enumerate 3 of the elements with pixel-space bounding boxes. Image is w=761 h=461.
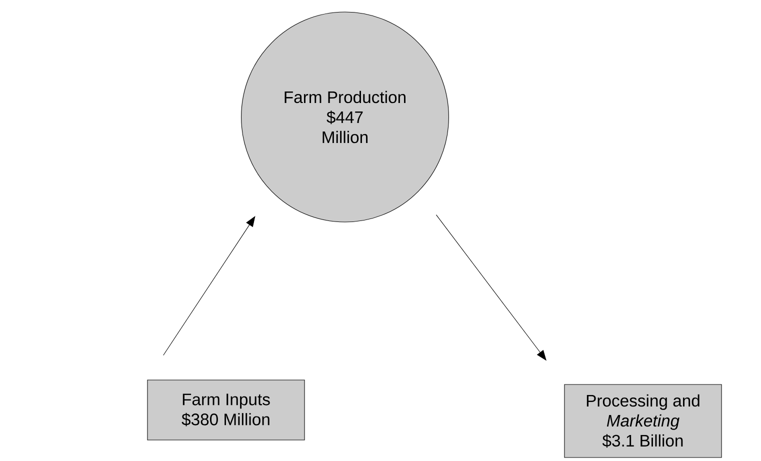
process-box: Farm Inputs $380 Million	[147, 380, 305, 440]
ellipse-node: Farm Production $447 Million	[241, 12, 449, 222]
process-box: Processing and Marketing $3.1 Billion	[564, 384, 722, 458]
